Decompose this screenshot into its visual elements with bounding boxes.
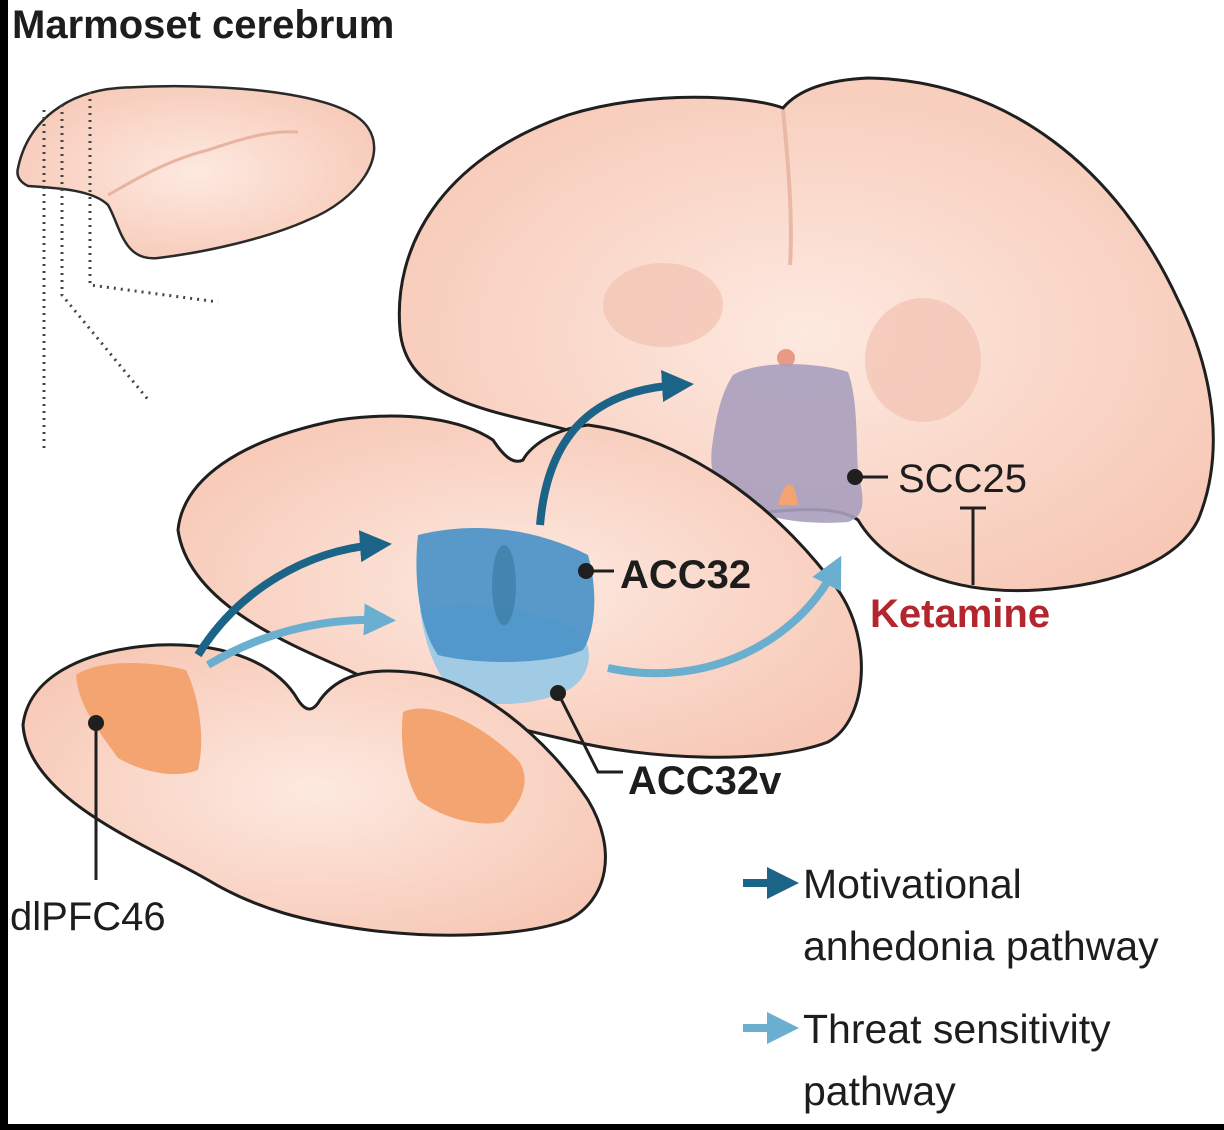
label-dots — [88, 469, 863, 731]
legend: Motivational anhedonia pathway Threat se… — [743, 861, 1159, 1114]
legend-threat-line1: Threat sensitivity — [803, 1006, 1111, 1052]
lateral-cerebrum — [16, 84, 376, 260]
posterior-midline-fissure — [781, 109, 793, 266]
posterior-left-ventricle — [603, 263, 723, 347]
figure-title: Marmoset cerebrum — [12, 3, 394, 47]
motivational-arrow-acc32-to-scc25 — [536, 370, 694, 526]
dlpfc46-left-region — [76, 663, 202, 775]
posterior-right-ventricle — [865, 298, 981, 422]
dlpfc46-label: dlPFC46 — [10, 895, 166, 939]
middle-midline-ellipse — [492, 545, 516, 625]
dlpfc46-right-region — [401, 708, 525, 824]
acc32v-label: ACC32v — [628, 759, 782, 803]
scc25-notch — [778, 484, 798, 505]
figure-canvas: Marmoset cerebrum SCC25 — [8, 0, 1224, 1124]
motivational-arrow-dlpfc-to-acc32 — [194, 530, 392, 658]
ketamine-label: Ketamine — [870, 592, 1050, 636]
posterior-central-canal — [777, 349, 795, 367]
threat-arrow-acc32v-to-scc25 — [607, 555, 842, 678]
marmoset-pathway-diagram: Marmoset cerebrum SCC25 — [10, 3, 1215, 1114]
scc25-region — [711, 364, 863, 523]
scc25-label: SCC25 — [898, 457, 1027, 501]
threat-arrow-dlpfc-to-acc32v — [205, 603, 396, 669]
acc32-label: ACC32 — [620, 553, 751, 597]
slice-indicator-lines — [42, 92, 219, 452]
lateral-sulcus — [107, 130, 299, 197]
legend-threat-line2: pathway — [803, 1068, 956, 1114]
legend-motivational-line1: Motivational — [803, 861, 1022, 907]
legend-motivational-line2: anhedonia pathway — [803, 923, 1159, 969]
